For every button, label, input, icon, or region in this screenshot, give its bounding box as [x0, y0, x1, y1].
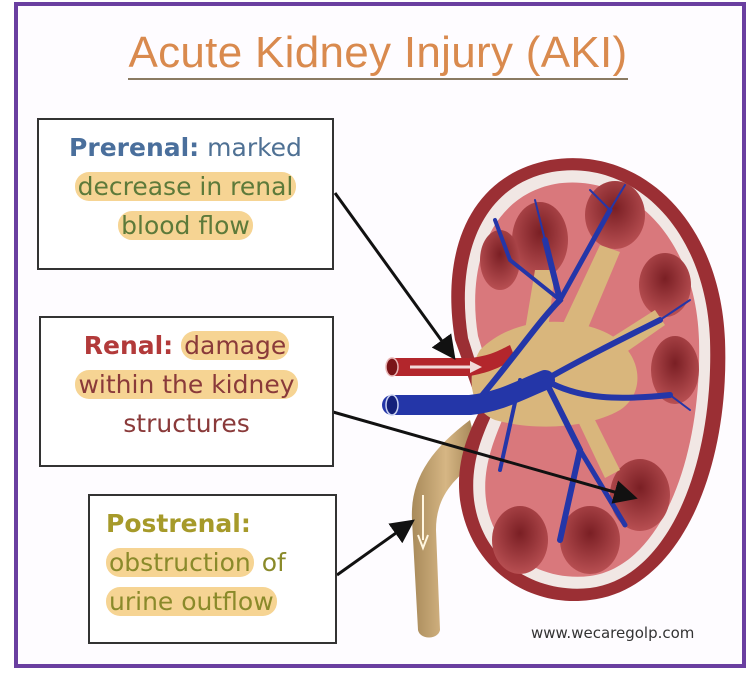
- prerenal-box: Prerenal: marked decrease in renal blood…: [37, 118, 334, 270]
- postrenal-line-3-text: urine outflow: [106, 587, 277, 616]
- prerenal-line-2-text: decrease in renal: [74, 172, 297, 201]
- postrenal-line-1: Postrenal:: [106, 504, 335, 543]
- postrenal-box: Postrenal: obstruction of urine outflow: [88, 494, 337, 644]
- renal-box: Renal: damage within the kidney structur…: [39, 316, 334, 467]
- prerenal-heading: Prerenal:: [69, 133, 200, 162]
- ureter: [411, 420, 480, 638]
- prerenal-pointer-arrow: [333, 192, 456, 360]
- renal-line-2-text: within the kidney: [75, 370, 298, 399]
- title-text: Acute Kidney Injury (AKI): [128, 28, 628, 80]
- postrenal-pointer-arrow: [336, 519, 415, 577]
- renal-pointer-arrow: [332, 410, 638, 504]
- prerenal-line-3-text: blood flow: [118, 211, 253, 240]
- renal-line-1-rest: damage: [181, 331, 290, 360]
- renal-line-1: Renal: damage: [41, 326, 332, 365]
- postrenal-line-2-highlight: obstruction: [106, 548, 254, 577]
- renal-line-3: structures: [41, 404, 332, 443]
- renal-line-3-text: structures: [123, 409, 250, 438]
- renal-heading: Renal:: [83, 331, 174, 360]
- prerenal-line-1: Prerenal: marked: [39, 128, 332, 167]
- prerenal-line-3: blood flow: [39, 206, 332, 245]
- renal-vein: [382, 184, 691, 543]
- postrenal-line-2: obstruction of: [106, 543, 335, 582]
- source-credit: www.wecaregolp.com: [531, 624, 695, 642]
- page-title: Acute Kidney Injury (AKI): [0, 28, 756, 80]
- prerenal-line-2: decrease in renal: [39, 167, 332, 206]
- postrenal-line-3: urine outflow: [106, 582, 335, 621]
- prerenal-line-1-rest: marked: [207, 133, 302, 162]
- postrenal-heading: Postrenal:: [106, 509, 251, 538]
- renal-pyramids: [480, 181, 699, 574]
- renal-line-2: within the kidney: [41, 365, 332, 404]
- postrenal-line-2-rest: of: [261, 548, 286, 577]
